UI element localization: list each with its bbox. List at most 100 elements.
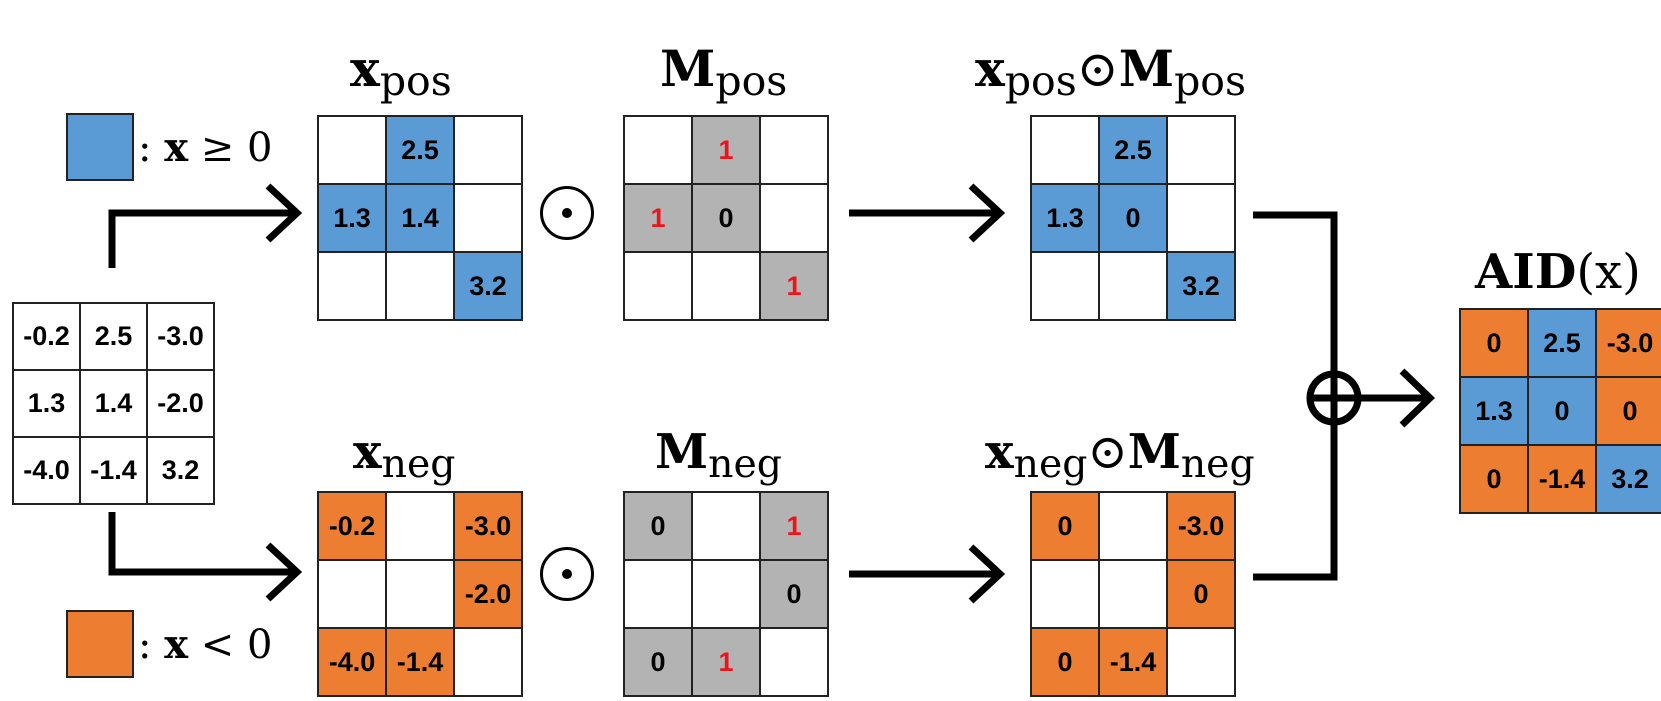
matrix-cell — [317, 559, 387, 629]
label-x-neg: xneg — [353, 424, 456, 487]
matrix-cell: 0 — [1459, 444, 1529, 514]
matrix-cell: 1 — [691, 115, 761, 185]
legend-positive-swatch — [66, 113, 134, 181]
matrix-cell: 1 — [623, 183, 693, 253]
matrix-cell — [1030, 115, 1100, 185]
label-x-pos: xpos — [350, 39, 452, 106]
matrix-cell — [1166, 115, 1236, 185]
matrix-cell — [1098, 559, 1168, 629]
label-aid: AID(x) — [1475, 244, 1641, 300]
matrix-cell: 3.2 — [1166, 251, 1236, 321]
matrix-cell — [317, 115, 387, 185]
matrix-cell: -3.0 — [1595, 308, 1661, 378]
matrix-cell: 3.2 — [453, 251, 523, 321]
matrix-cell: 0 — [1098, 183, 1168, 253]
matrix-cell: 1 — [759, 491, 829, 561]
odot-icon — [540, 547, 594, 601]
label-xm-pos: xpos⊙Mpos — [975, 39, 1247, 106]
matrix-cell — [623, 251, 693, 321]
arrow-head-pos-2 — [968, 183, 1006, 243]
matrix-cell: 0 — [1595, 376, 1661, 446]
matrix-cell — [1098, 491, 1168, 561]
matrix-cell: 2.5 — [1098, 115, 1168, 185]
matrix-cell: -0.2 — [12, 302, 81, 371]
matrix-cell — [1098, 251, 1168, 321]
label-m-pos: Mpos — [660, 39, 788, 106]
matrix-cell: 1.4 — [79, 369, 148, 438]
label-xm-neg: xneg⊙Mneg — [985, 424, 1255, 487]
odot-icon — [540, 186, 594, 240]
matrix-cell: -3.0 — [1166, 491, 1236, 561]
matrix-cell: -2.0 — [453, 559, 523, 629]
legend-negative-swatch — [66, 610, 134, 678]
matrix-cell: 0 — [1030, 491, 1100, 561]
matrix-cell — [759, 115, 829, 185]
matrix-cell: 1.3 — [317, 183, 387, 253]
matrix-cell — [317, 251, 387, 321]
arrow-head-pos-1 — [265, 183, 303, 243]
matrix-cell — [623, 115, 693, 185]
arrow-head-neg-1 — [265, 542, 303, 602]
odot-symbol: ⊙ — [1087, 424, 1128, 480]
matrix-cell: 2.5 — [1527, 308, 1597, 378]
arrow-head-out — [1399, 368, 1436, 428]
odot-symbol: ⊙ — [1076, 40, 1119, 98]
legend-positive-label: : x ≥ 0 — [138, 124, 273, 171]
matrix-cell — [453, 115, 523, 185]
matrix-cell: 1.3 — [1459, 376, 1529, 446]
matrix-cell: 0 — [1166, 559, 1236, 629]
matrix-cell — [759, 627, 829, 697]
matrix-cell — [759, 183, 829, 253]
matrix-cell — [691, 559, 761, 629]
arrow-head-neg-2 — [968, 544, 1006, 604]
matrix-cell: -3.0 — [146, 302, 215, 371]
matrix-cell: 3.2 — [146, 436, 215, 505]
matrix-cell — [385, 491, 455, 561]
matrix-cell: -3.0 — [453, 491, 523, 561]
matrix-cell — [385, 559, 455, 629]
matrix-cell — [453, 627, 523, 697]
matrix-x-neg: -0.2 -3.0-2.0 -4.0-1.4 — [317, 491, 523, 697]
matrix-cell: 0 — [691, 183, 761, 253]
matrix-cell: 0 — [759, 559, 829, 629]
matrix-cell: 0 — [1030, 627, 1100, 697]
matrix-cell — [385, 251, 455, 321]
matrix-cell: -4.0 — [317, 627, 387, 697]
label-m-neg: Mneg — [655, 424, 782, 487]
branch-arrow-pos — [108, 209, 293, 268]
matrix-cell — [453, 183, 523, 253]
matrix-cell: 1.4 — [385, 183, 455, 253]
matrix-cell: 1.3 — [1030, 183, 1100, 253]
matrix-cell: -2.0 — [146, 369, 215, 438]
matrix-cell — [623, 559, 693, 629]
matrix-cell: -1.4 — [1098, 627, 1168, 697]
matrix-cell: -1.4 — [79, 436, 148, 505]
matrix-cell: -4.0 — [12, 436, 81, 505]
legend-negative-label: : x < 0 — [138, 621, 273, 668]
matrix-cell: 0 — [1459, 308, 1529, 378]
matrix-cell: 0 — [1527, 376, 1597, 446]
matrix-cell: -0.2 — [317, 491, 387, 561]
matrix-cell — [1166, 627, 1236, 697]
matrix-cell: 0 — [623, 627, 693, 697]
matrix-cell: 1.3 — [12, 369, 81, 438]
matrix-cell: -1.4 — [385, 627, 455, 697]
oplus-cross — [1310, 374, 1358, 422]
matrix-cell: 2.5 — [385, 115, 455, 185]
matrix-cell: 0 — [623, 491, 693, 561]
matrix-cell — [691, 491, 761, 561]
matrix-cell: 1 — [691, 627, 761, 697]
matrix-cell — [1030, 559, 1100, 629]
matrix-cell: 2.5 — [79, 302, 148, 371]
matrix-cell — [691, 251, 761, 321]
matrix-cell — [1030, 251, 1100, 321]
matrix-cell: -1.4 — [1527, 444, 1597, 514]
